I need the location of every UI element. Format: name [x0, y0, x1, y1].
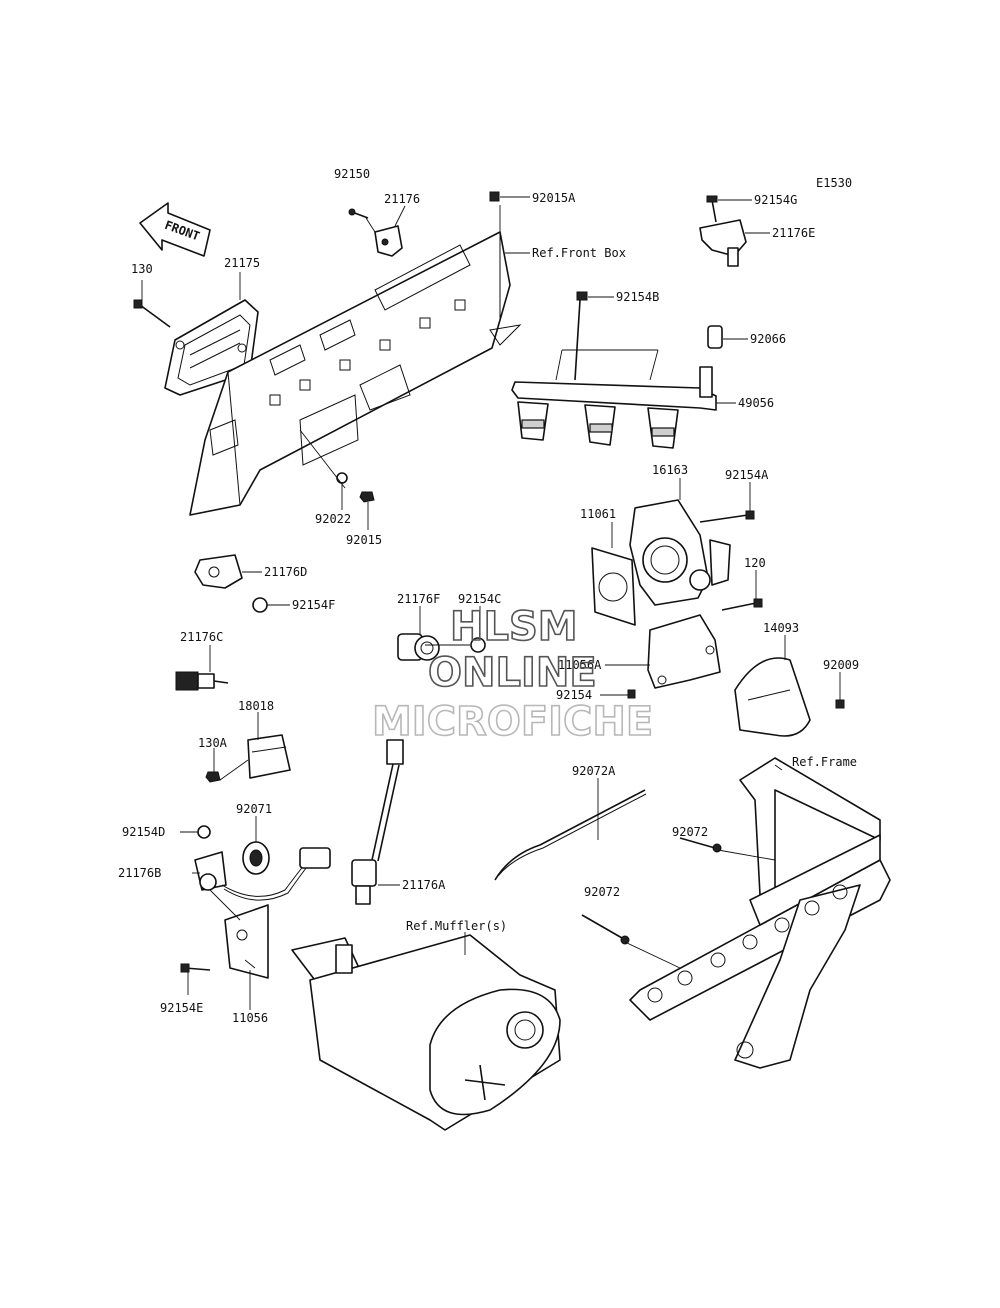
muffler	[291, 934, 561, 1131]
label-18018: 18018	[238, 699, 274, 713]
front-direction-arrow: FRONT	[139, 202, 211, 257]
nut-92015A	[489, 191, 500, 202]
label-92154E: 92154E	[160, 1001, 203, 1015]
cable-tie-92072-lower	[581, 914, 630, 945]
sensor-21176C	[175, 671, 229, 691]
label-92071: 92071	[236, 802, 272, 816]
sensor-21176D	[194, 554, 243, 589]
label-11056: 11056	[232, 1011, 268, 1025]
fuel-rail-assembly	[511, 291, 723, 449]
label-130: 130	[131, 262, 153, 276]
label-92154C: 92154C	[458, 592, 501, 606]
sensor-21176F	[397, 633, 440, 661]
sensor-21176E	[699, 195, 747, 267]
label-92154D: 92154D	[122, 825, 165, 839]
bracket-18018	[247, 734, 291, 779]
label-92154G: 92154G	[754, 193, 797, 207]
grommet-92071	[242, 841, 270, 875]
label-ref-front-box: Ref.Front Box	[532, 246, 626, 260]
sensor-21176B	[194, 847, 331, 901]
label-14093: 14093	[763, 621, 799, 635]
label-ref-frame: Ref.Frame	[792, 755, 857, 769]
throttle-body	[629, 499, 731, 606]
label-92072-lower: 92072	[584, 885, 620, 899]
label-21176C: 21176C	[180, 630, 223, 644]
label-16163: 16163	[652, 463, 688, 477]
bolt-120	[721, 598, 763, 611]
bolt-92154D	[197, 825, 211, 839]
label-49056: 49056	[738, 396, 774, 410]
label-21176E: 21176E	[772, 226, 815, 240]
label-92154: 92154	[556, 688, 592, 702]
label-130A: 130A	[198, 736, 228, 750]
cable-tie-92072A	[494, 789, 647, 881]
label-120: 120	[744, 556, 766, 570]
label-21176F: 21176F	[397, 592, 440, 606]
watermark-line-1: HLSM	[450, 604, 578, 650]
label-21176A: 21176A	[402, 878, 446, 892]
watermark: HLSM ONLINE MICROFICHE	[371, 603, 654, 746]
watermark-line-2: ONLINE	[428, 650, 597, 696]
bolt-92009	[835, 699, 845, 709]
sensor-21176	[374, 225, 403, 257]
part-labels: E1530 92150 21176 92015A Ref.Front Box 9…	[118, 167, 859, 1025]
label-92072A: 92072A	[572, 764, 616, 778]
bolt-130	[133, 299, 171, 328]
watermark-line-3: MICROFICHE	[372, 699, 653, 745]
label-21176: 21176	[384, 192, 420, 206]
bolt-92154	[627, 689, 636, 699]
bolt-92154A	[699, 510, 755, 523]
label-92015A: 92015A	[532, 191, 576, 205]
label-21175: 21175	[224, 256, 260, 270]
bolt-92154C	[470, 637, 486, 653]
label-92154B: 92154B	[616, 290, 659, 304]
label-92066: 92066	[750, 332, 786, 346]
bolt-92150	[348, 208, 369, 219]
label-11056A: 11056A	[558, 658, 602, 672]
label-21176B: 21176B	[118, 866, 161, 880]
label-92154A: 92154A	[725, 468, 769, 482]
label-21176D: 21176D	[264, 565, 307, 579]
label-92072-upper: 92072	[672, 825, 708, 839]
bolt-130A	[205, 771, 221, 783]
label-92150: 92150	[334, 167, 370, 181]
bolt-92154F	[252, 597, 268, 613]
washer-92022	[336, 472, 348, 484]
label-92015: 92015	[346, 533, 382, 547]
sensor-21176A	[351, 739, 404, 905]
gasket-11061	[591, 547, 636, 626]
label-92022: 92022	[315, 512, 351, 526]
bracket-11056A	[647, 614, 721, 689]
vehicle-frame	[629, 757, 891, 1069]
diagram-id: E1530	[816, 176, 852, 190]
label-ref-muffler: Ref.Muffler(s)	[406, 919, 507, 933]
bolt-92154E	[180, 963, 211, 973]
label-11061: 11061	[580, 507, 616, 521]
front-box-panel	[189, 231, 522, 516]
label-92154F: 92154F	[292, 598, 335, 612]
cable-tie-92072-upper	[679, 837, 722, 853]
label-92009: 92009	[823, 658, 859, 672]
bracket-11056	[224, 904, 269, 979]
cover-14093	[734, 657, 811, 737]
nut-92015	[359, 491, 375, 503]
leader-lines	[141, 196, 841, 1010]
